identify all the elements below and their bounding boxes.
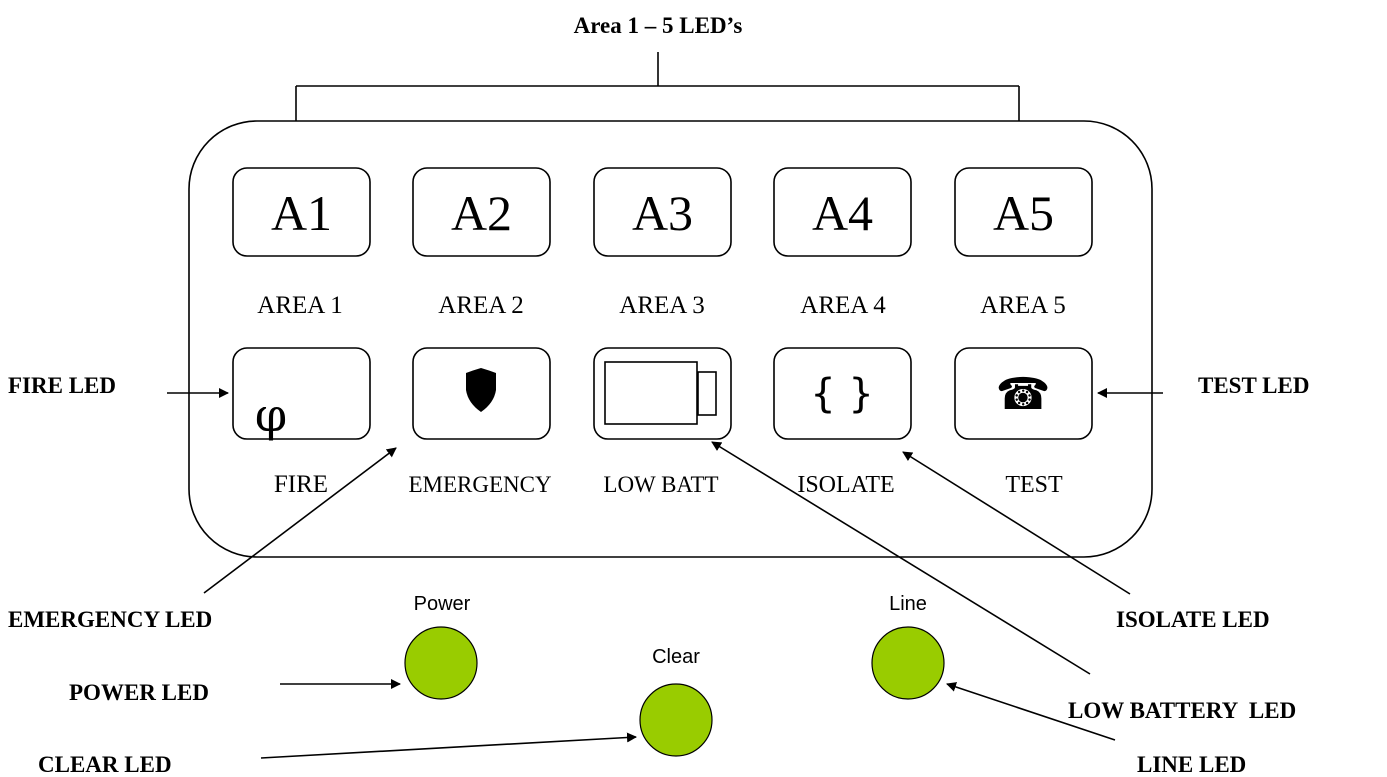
area-code: A5 (993, 185, 1054, 241)
area-label-5: AREA 5 (980, 292, 1065, 319)
area-led-a2: A2 (412, 167, 551, 257)
status-label-emergency: EMERGENCY (408, 472, 552, 497)
area-led-box (773, 167, 912, 257)
status-led-test: ☎ (954, 347, 1093, 440)
status-led-isolate: { } (773, 347, 912, 440)
battery-icon (604, 361, 717, 425)
status-led-box (232, 347, 371, 440)
area-label-4: AREA 4 (800, 292, 886, 319)
clear-led-light (639, 683, 713, 757)
line-led-light (871, 626, 945, 700)
area-led-a5: A5 (954, 167, 1093, 257)
area-label-2: AREA 2 (438, 292, 523, 319)
power-led-label: Power (414, 593, 471, 615)
callout-fire-led: FIRE LED (8, 373, 116, 398)
area-code: A2 (451, 185, 512, 241)
area-led-box (593, 167, 732, 257)
area-led-box (412, 167, 551, 257)
area-led-a1: A1 (232, 167, 371, 257)
area-led-a4: A4 (773, 167, 912, 257)
power-led: Power (404, 593, 478, 700)
arrow-low-battery-led (711, 441, 1091, 675)
callout-low-battery-led: LOW BATTERY LED (1068, 698, 1296, 723)
arrow-line-led (946, 682, 1116, 741)
line-led: Line (871, 593, 945, 700)
callout-clear-led: CLEAR LED (38, 752, 172, 777)
area-label-1: AREA 1 (257, 292, 342, 319)
callout-line-led: LINE LED (1137, 752, 1246, 777)
status-led-fire: φ (232, 347, 371, 442)
isolate-brackets-icon: { } (810, 371, 874, 417)
telephone-icon: ☎ (996, 369, 1051, 420)
power-led-light (404, 626, 478, 700)
arrow-emergency-led (203, 447, 397, 594)
status-led-box (954, 347, 1093, 440)
status-label-isolate: ISOLATE (797, 472, 894, 498)
status-led-box (773, 347, 912, 440)
callout-power-led: POWER LED (69, 680, 209, 705)
area-led-box (954, 167, 1093, 257)
area-code: A4 (812, 185, 873, 241)
status-led-emergency (412, 347, 551, 440)
callout-test-led: TEST LED (1198, 373, 1309, 398)
status-label-fire: FIRE (274, 471, 328, 498)
callout-isolate-led: ISOLATE LED (1116, 607, 1270, 632)
shield-icon (466, 368, 496, 412)
line-led-label: Line (889, 593, 927, 615)
area-label-3: AREA 3 (619, 292, 704, 319)
clear-led-label: Clear (652, 646, 700, 668)
clear-led: Clear (639, 646, 713, 757)
status-label-test: TEST (1005, 472, 1063, 498)
arrow-isolate-led (902, 451, 1131, 595)
status-label-low-batt: LOW BATT (603, 472, 718, 497)
arrow-clear-led (260, 732, 637, 759)
area-code: A3 (632, 185, 693, 241)
fire-icon: φ (255, 388, 287, 442)
area-led-box (232, 167, 371, 257)
area-code: A1 (271, 185, 332, 241)
callout-emergency-led: EMERGENCY LED (8, 607, 212, 632)
area-led-a3: A3 (593, 167, 732, 257)
area-leds-title: Area 1 – 5 LED’s (574, 13, 743, 38)
status-led-low-batt (593, 347, 732, 440)
